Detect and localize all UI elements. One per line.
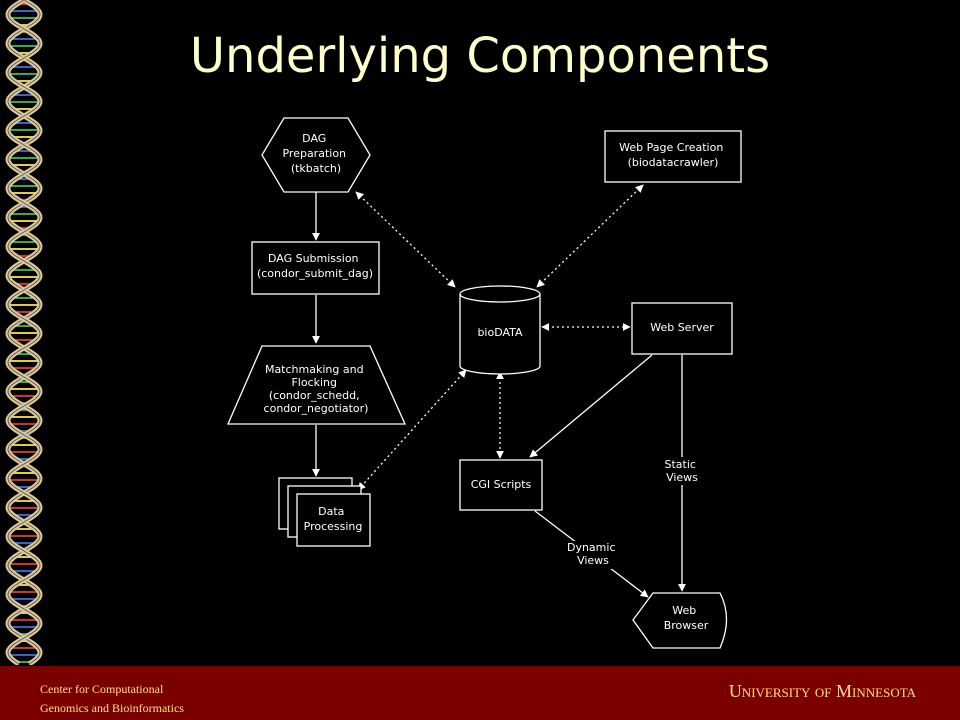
node-matchmaking-label: Matchmaking and Flocking (condor_schedd,… — [264, 363, 369, 415]
node-dag-submission: DAG Submission (condor_submit_dag) — [251, 241, 380, 295]
footer-center-line2: Genomics and Bioinformatics — [40, 701, 184, 715]
node-web-server-label: Web Server — [650, 321, 714, 334]
node-web-browser-label: Web Browser — [664, 604, 709, 632]
node-web-page-creation: Web Page Creation (biodatacrawler) — [604, 130, 742, 183]
dna-helix-decoration — [5, 0, 43, 665]
edge-webserver-cgi — [529, 354, 653, 458]
node-web-page-creation-label: Web Page Creation (biodatacrawler) — [619, 141, 727, 169]
node-web-server: Web Server — [631, 302, 733, 355]
node-biodata: bioDATA — [459, 285, 541, 375]
footer-center-line1: Center for Computational — [40, 682, 164, 696]
edge-label-static-views: Static Views — [665, 458, 700, 484]
node-web-browser: Web Browser — [632, 592, 728, 649]
node-dag-preparation-label: DAG Preparation (tkbatch) — [282, 132, 349, 175]
node-dag-submission-label: DAG Submission (condor_submit_dag) — [257, 252, 373, 280]
node-matchmaking: Matchmaking and Flocking (condor_schedd,… — [227, 345, 407, 425]
footer-university-name: University of Minnesota — [728, 681, 916, 701]
node-cgi-scripts: CGI Scripts — [459, 459, 543, 511]
node-cgi-scripts-label: CGI Scripts — [471, 478, 532, 491]
edge-webpage-biodata — [536, 184, 644, 288]
node-dag-preparation: DAG Preparation (tkbatch) — [261, 117, 371, 193]
node-biodata-label: bioDATA — [477, 326, 523, 339]
footer-center-name: Center for Computational Genomics and Bi… — [40, 680, 260, 718]
node-data-processing-label: Data Processing — [304, 505, 363, 533]
slide-title: Underlying Components — [189, 28, 771, 84]
node-data-processing: Data Processing — [278, 477, 371, 547]
footer-bar: Center for Computational Genomics and Bi… — [0, 666, 960, 720]
edge-label-dynamic-views: Dynamic Views — [567, 541, 619, 567]
edge-biodata-processing — [357, 369, 467, 491]
architecture-diagram: DAG Preparation (tkbatch) Web Page Creat… — [227, 117, 742, 649]
